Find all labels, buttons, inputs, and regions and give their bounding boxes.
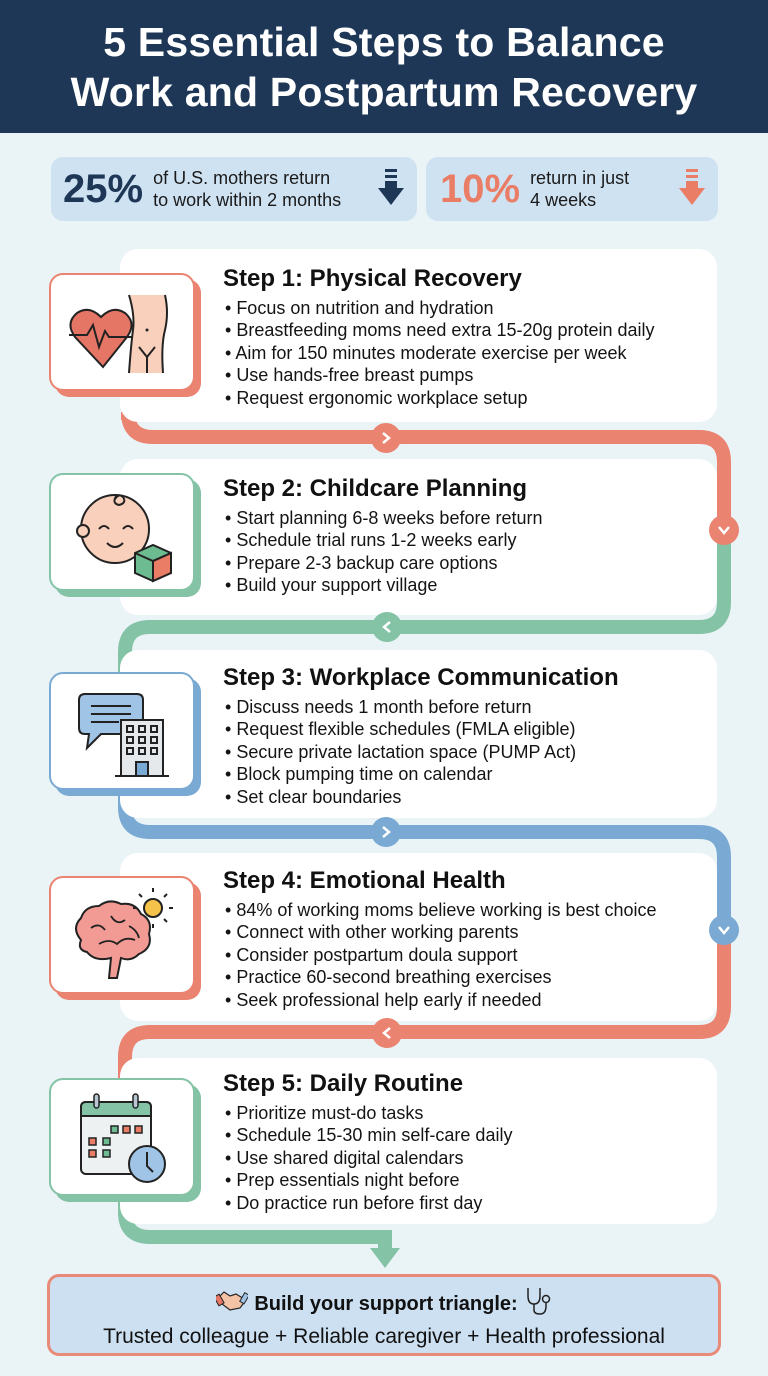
stat-text-line-2: 4 weeks: [530, 190, 597, 210]
bullet-item: Consider postpartum doula support: [225, 944, 657, 966]
step-bullets: Discuss needs 1 month before return Requ…: [225, 696, 576, 808]
stethoscope-icon: [524, 1286, 552, 1322]
step-bullets: Prioritize must-do tasks Schedule 15-30 …: [225, 1102, 512, 1214]
step-card-1: Step 1: Physical Recovery Focus on nutri…: [120, 249, 717, 422]
bullet-item: Block pumping time on calendar: [225, 763, 576, 785]
bullet-item: Prep essentials night before: [225, 1169, 512, 1191]
bullet-item: Schedule 15-30 min self-care daily: [225, 1124, 512, 1146]
brain-sun-icon: [49, 876, 195, 994]
page-title-line-1: 5 Essential Steps to Balance: [103, 18, 665, 65]
chevron-left-icon: [372, 612, 402, 642]
page-title-line-2: Work and Postpartum Recovery: [70, 68, 698, 115]
stat-text: return in just 4 weeks: [530, 167, 629, 211]
bullet-item: Start planning 6-8 weeks before return: [225, 507, 542, 529]
bullet-item: Use hands-free breast pumps: [225, 364, 655, 386]
step-title: Step 1: Physical Recovery: [223, 265, 522, 292]
step-title: Step 5: Daily Routine: [223, 1070, 464, 1097]
handshake-icon: [213, 1290, 251, 1318]
bullet-item: Aim for 150 minutes moderate exercise pe…: [225, 342, 655, 364]
heart-body-icon: [49, 273, 195, 391]
calendar-clock-icon: [49, 1078, 195, 1196]
bullet-item: 84% of working moms believe working is b…: [225, 899, 656, 921]
bullet-item: Prioritize must-do tasks: [225, 1102, 512, 1124]
stat-value: 25%: [63, 166, 144, 211]
step-card-5: Step 5: Daily Routine Prioritize must-do…: [120, 1058, 717, 1224]
chevron-right-icon: [371, 423, 401, 453]
step-title: Step 2: Childcare Planning: [223, 475, 528, 502]
bullet-item: Use shared digital calendars: [225, 1147, 512, 1169]
bullet-item: Do practice run before first day: [225, 1192, 512, 1214]
step-card-4: Step 4: Emotional Health 84% of working …: [120, 853, 717, 1021]
bullet-item: Practice 60-second breathing exercises: [225, 966, 657, 988]
stat-text-line-1: of U.S. mothers return: [153, 168, 331, 188]
bullet-item: Request flexible schedules (FMLA eligibl…: [225, 718, 576, 740]
step-title: Step 4: Emotional Health: [223, 867, 506, 894]
step-card-3: Step 3: Workplace Communication Discuss …: [120, 650, 717, 818]
chevron-down-icon: [709, 915, 739, 945]
bullet-item: Prepare 2-3 backup care options: [225, 552, 543, 574]
bullet-item: Discuss needs 1 month before return: [225, 696, 576, 718]
stat-text: of U.S. mothers return to work within 2 …: [153, 167, 341, 211]
bullet-item: Set clear boundaries: [225, 786, 576, 808]
arrow-down-icon: [678, 169, 706, 212]
step-bullets: 84% of working moms believe working is b…: [225, 899, 657, 1011]
arrow-down-icon: [377, 169, 405, 212]
bullet-item: Build your support village: [225, 574, 543, 596]
footer-heading: Build your support triangle:: [254, 1292, 518, 1315]
footer-text: Trusted colleague + Reliable caregiver +…: [103, 1325, 665, 1348]
bullet-item: Schedule trial runs 1-2 weeks early: [225, 529, 543, 551]
footer-heading-row: Build your support triangle:: [50, 1286, 718, 1322]
stat-text-line-1: return in just: [530, 168, 630, 188]
support-triangle-banner: Build your support triangle: Trusted col…: [47, 1274, 721, 1356]
chat-building-icon: [49, 672, 195, 790]
chevron-left-icon: [372, 1018, 402, 1048]
bullet-item: Secure private lactation space (PUMP Act…: [225, 741, 576, 763]
step-card-2: Step 2: Childcare Planning Start plannin…: [120, 459, 717, 615]
stat-card-10: 10% return in just 4 weeks: [426, 157, 718, 221]
baby-block-icon: [49, 473, 195, 591]
bullet-item: Breastfeeding moms need extra 15-20g pro…: [225, 319, 654, 341]
step-bullets: Focus on nutrition and hydration Breastf…: [225, 297, 655, 409]
chevron-right-icon: [371, 817, 401, 847]
step-bullets: Start planning 6-8 weeks before return S…: [225, 507, 543, 597]
stat-value: 10%: [440, 166, 521, 211]
bullet-item: Seek professional help early if needed: [225, 989, 657, 1011]
stat-card-25: 25% of U.S. mothers return to work withi…: [51, 157, 417, 221]
stat-text-line-2: to work within 2 months: [153, 190, 342, 210]
bullet-item: Connect with other working parents: [225, 921, 657, 943]
step-title: Step 3: Workplace Communication: [223, 664, 619, 691]
chevron-down-icon: [709, 515, 739, 545]
bullet-item: Request ergonomic workplace setup: [225, 387, 655, 409]
header-banner: 5 Essential Steps to Balance Work and Po…: [0, 0, 768, 133]
bullet-item: Focus on nutrition and hydration: [225, 297, 655, 319]
